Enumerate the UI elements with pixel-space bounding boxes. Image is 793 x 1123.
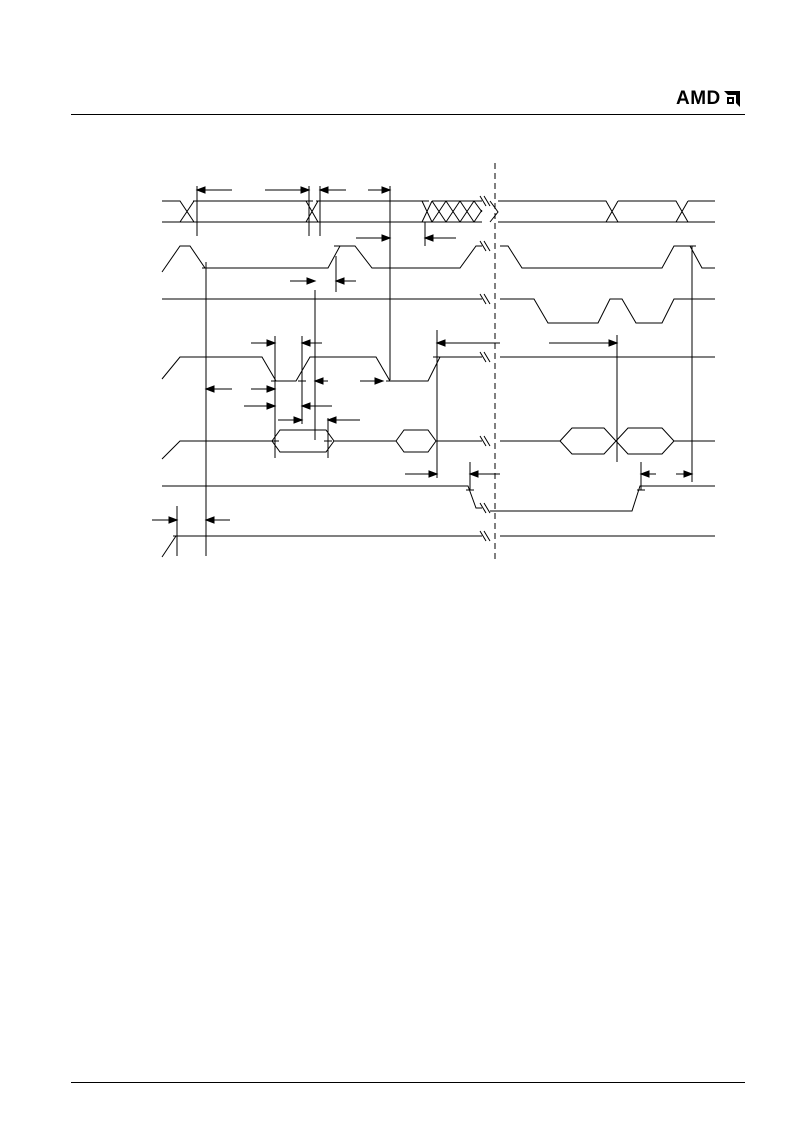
timing-diagram: [152, 163, 715, 562]
amd-arrow-icon: [723, 91, 740, 107]
transition-ticks: [173, 200, 696, 537]
data-bus-signal: [161, 427, 715, 460]
footer-rule: [71, 1082, 745, 1083]
break-marks: [479, 195, 491, 542]
header-rule: [71, 114, 745, 115]
chip-enable-signal: [161, 245, 715, 273]
timing-arrows: [152, 186, 694, 524]
vcc-signal: [161, 535, 715, 558]
timing-reference-lines: [176, 186, 693, 556]
address-bus-signal: [162, 200, 715, 223]
output-enable-signal: [161, 356, 715, 382]
ry-by-signal: [162, 485, 715, 512]
logo-text: AMD: [676, 88, 721, 109]
amd-logo: AMD: [676, 88, 740, 110]
write-enable-signal: [162, 298, 715, 324]
